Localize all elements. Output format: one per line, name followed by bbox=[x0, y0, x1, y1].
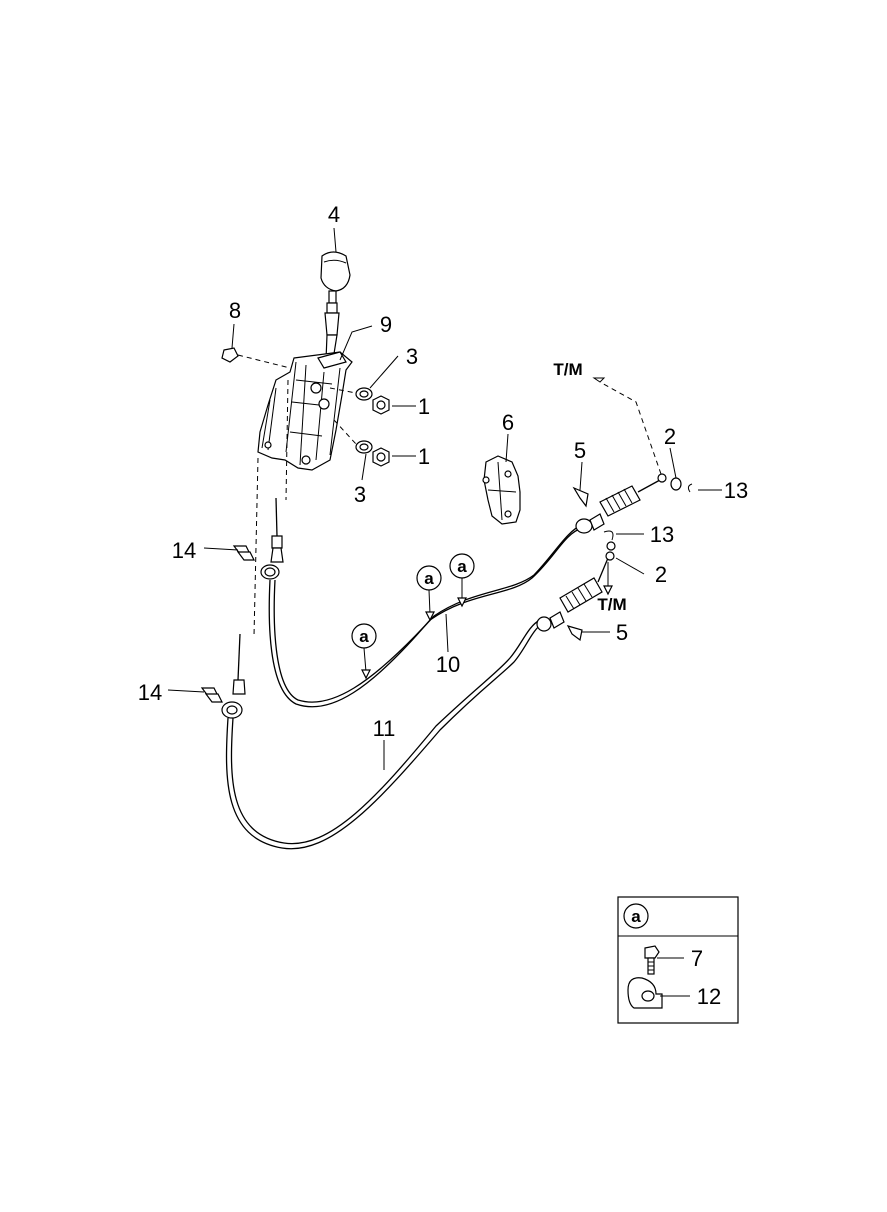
washer-3-upper bbox=[355, 387, 373, 401]
detail-marker-a-3: a bbox=[449, 553, 475, 608]
svg-text:a: a bbox=[359, 627, 369, 646]
clip-14-lower bbox=[200, 687, 223, 703]
nut-1-lower bbox=[372, 447, 390, 467]
callout-4: 4 bbox=[328, 202, 340, 227]
washer-2-lower bbox=[605, 541, 616, 561]
bolt-8 bbox=[221, 347, 291, 369]
callout-9: 9 bbox=[380, 312, 392, 337]
callout-7: 7 bbox=[691, 946, 703, 971]
shift-cable-10 bbox=[260, 479, 661, 708]
callout-8: 8 bbox=[229, 298, 241, 323]
callout-6: 6 bbox=[502, 410, 514, 435]
clip-14-upper bbox=[232, 545, 255, 561]
tm-label-upper: T/M bbox=[553, 360, 582, 379]
svg-text:a: a bbox=[424, 569, 434, 588]
callout-1-upper: 1 bbox=[418, 394, 430, 419]
select-cable-11 bbox=[221, 557, 609, 850]
washer-2-upper bbox=[657, 473, 682, 491]
callout-13-upper: 13 bbox=[724, 478, 748, 503]
clip-13-lower bbox=[603, 530, 614, 541]
nut-1-upper bbox=[372, 395, 390, 415]
legend-ref-label: a bbox=[631, 907, 641, 926]
clip-5-upper bbox=[572, 486, 589, 508]
shift-lever-rod bbox=[324, 290, 340, 361]
shift-knob bbox=[320, 251, 351, 292]
callout-14-lower: 14 bbox=[138, 680, 162, 705]
callout-1-lower: 1 bbox=[418, 444, 430, 469]
callout-14-upper: 14 bbox=[172, 538, 196, 563]
callout-11: 11 bbox=[373, 716, 396, 741]
callout-10: 10 bbox=[436, 652, 460, 677]
detail-marker-a-2: a bbox=[416, 565, 442, 622]
callout-13-lower: 13 bbox=[650, 522, 674, 547]
clip-5-lower bbox=[566, 625, 583, 642]
clamp-12 bbox=[627, 977, 663, 1009]
svg-text:a: a bbox=[457, 557, 467, 576]
callout-5-lower: 5 bbox=[616, 620, 628, 645]
detail-legend-box: a 7 12 bbox=[617, 896, 739, 1024]
bolt-7 bbox=[644, 945, 660, 975]
callout-3-upper: 3 bbox=[406, 344, 418, 369]
detail-marker-a-1: a bbox=[351, 623, 377, 680]
bracket-6 bbox=[482, 455, 521, 525]
callout-2-upper: 2 bbox=[664, 424, 676, 449]
tm-label-lower: T/M bbox=[597, 595, 626, 614]
clip-13-upper bbox=[687, 483, 693, 493]
callout-5-upper: 5 bbox=[574, 438, 586, 463]
callout-2-lower: 2 bbox=[655, 562, 667, 587]
callout-3-lower: 3 bbox=[354, 482, 366, 507]
callout-12: 12 bbox=[697, 984, 721, 1009]
shifter-housing bbox=[257, 351, 353, 471]
washer-3-lower bbox=[355, 440, 373, 454]
